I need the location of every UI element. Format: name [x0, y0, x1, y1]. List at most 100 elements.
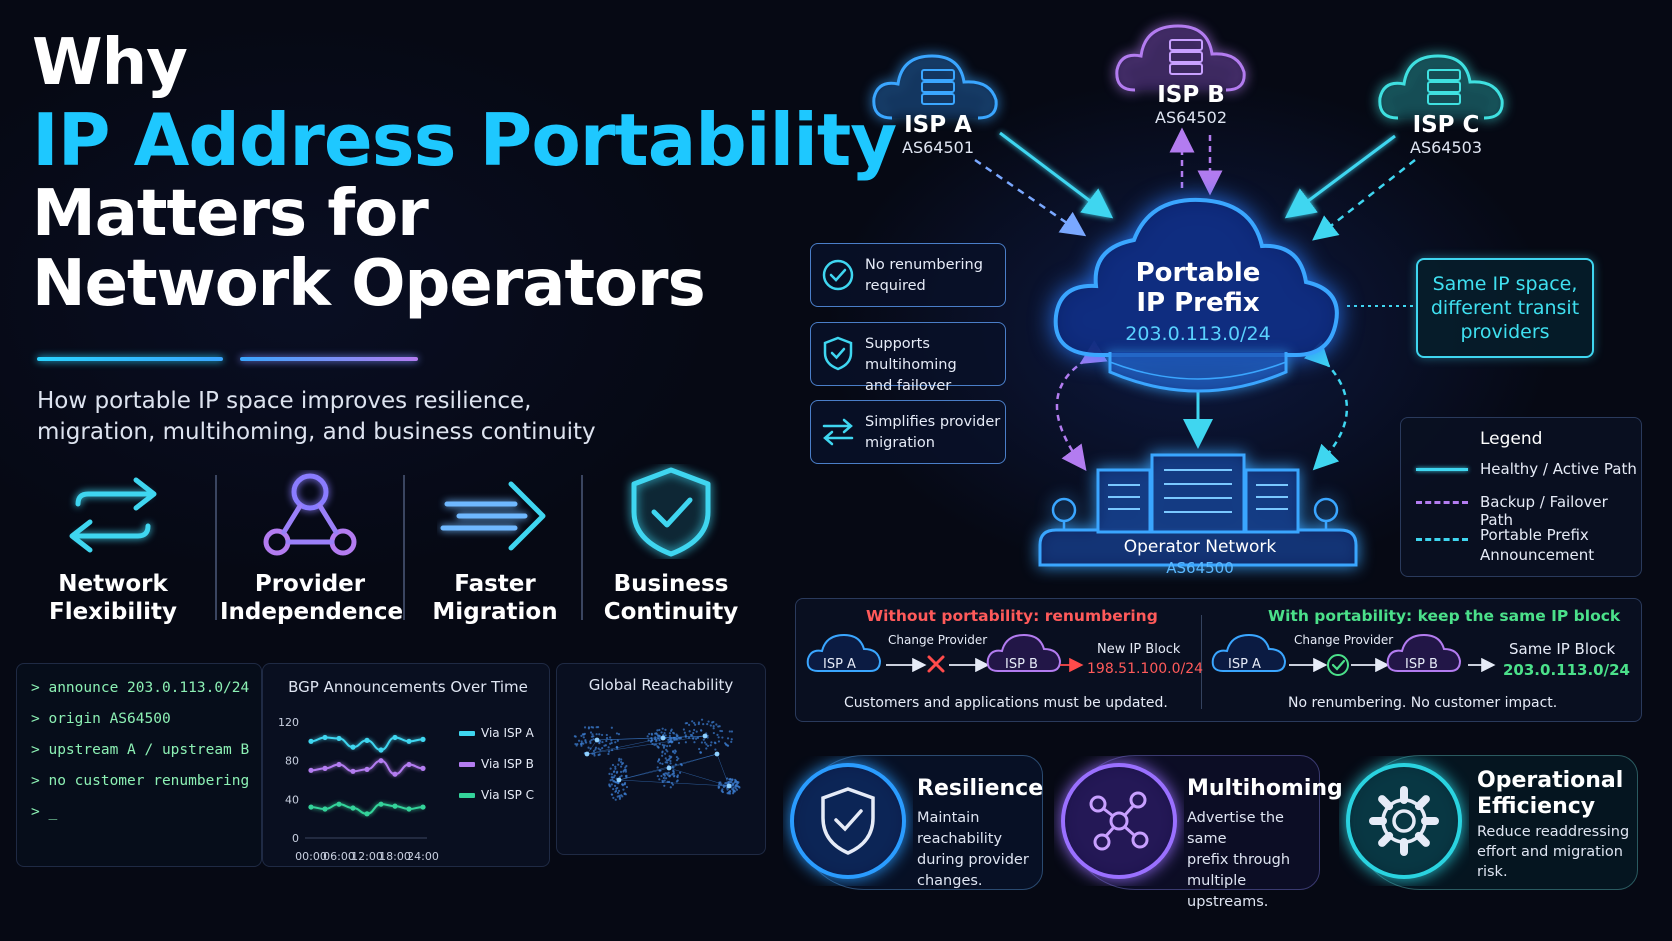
path-backup-right: [1303, 340, 1348, 471]
y-tick-label: 0: [292, 832, 299, 845]
series-point: [322, 806, 328, 812]
series-point: [420, 765, 426, 771]
server-icon: [1427, 69, 1461, 105]
bgp-chart: BGP Announcements Over Time 0408012000:0…: [278, 678, 535, 863]
server-icon: [1169, 39, 1203, 75]
x-tick-label: 24:00: [407, 850, 439, 863]
x-tick-label: 00:00: [295, 850, 327, 863]
isp-a-as: AS64501: [902, 138, 974, 157]
legend-panel: Legend Healthy / Active Path Backup / Fa…: [1400, 417, 1642, 577]
prefix-label: Portable IP Prefix 203.0.113.0/24: [1125, 258, 1271, 345]
shield-check-icon: [823, 336, 853, 371]
arrows-exchange-icon: [69, 477, 157, 553]
series-point: [308, 767, 314, 773]
world-map-icon: [573, 718, 741, 801]
legend-swatch-dashed-cyan: [1416, 538, 1468, 541]
series-point: [406, 806, 412, 812]
legend-label: Healthy / Active Path: [1480, 460, 1637, 478]
series-point: [350, 744, 356, 750]
with-to: ISP B: [1405, 657, 1438, 672]
series-point: [378, 801, 384, 807]
title-line-4: Network Operators: [32, 247, 706, 321]
terminal-line: > upstream A / upstream B: [31, 742, 250, 758]
benefit-title: Resilience: [917, 776, 1044, 801]
multihoming-nodes-icon: [1061, 763, 1177, 879]
cloud-icon: [1386, 633, 1462, 672]
series-point: [350, 805, 356, 811]
x-tick-label: 12:00: [351, 850, 383, 863]
series-point: [322, 765, 328, 771]
without-heading: Without portability: renumbering: [866, 607, 1158, 625]
y-tick-label: 80: [285, 755, 299, 768]
divider: [215, 475, 217, 620]
series-point: [406, 738, 412, 744]
x-tick-label: 06:00: [323, 850, 355, 863]
series-point: [364, 811, 370, 817]
x-tick-label: 18:00: [379, 850, 411, 863]
fast-arrow-icon: [440, 481, 546, 551]
network-nodes-icon: [263, 473, 357, 556]
with-heading: With portability: keep the same IP block: [1268, 607, 1621, 625]
global-reachability-panel: Global Reachability: [556, 663, 766, 855]
y-tick-label: 120: [278, 716, 299, 729]
benefit-title: Multihoming: [1187, 776, 1343, 801]
without-footer: Customers and applications must be updat…: [844, 695, 1168, 711]
series-point: [364, 766, 370, 772]
series-point: [364, 737, 370, 743]
comparison-divider: [1201, 615, 1202, 709]
series-point: [308, 738, 314, 744]
series-point: [378, 758, 384, 764]
legend-title: Legend: [1480, 429, 1543, 449]
divider: [581, 475, 583, 620]
legend-swatch: [459, 762, 475, 767]
series-point: [308, 804, 314, 810]
x-mark-icon: [927, 655, 945, 673]
isp-c-as: AS64503: [1410, 138, 1482, 157]
with-result-value: 203.0.113.0/24: [1503, 661, 1630, 679]
cloud-icon: [806, 633, 882, 672]
series-point: [350, 768, 356, 774]
title-line-1: Why: [32, 26, 188, 100]
legend-label: Via ISP C: [481, 788, 534, 802]
legend-swatch-dashed-purple: [1416, 501, 1468, 504]
isp-b-as: AS64502: [1155, 108, 1227, 127]
series-point: [378, 747, 384, 753]
with-footer: No renumbering. No customer impact.: [1288, 695, 1558, 711]
legend-label: Backup / Failover Path: [1480, 493, 1608, 529]
path-isp-c-active: [1284, 134, 1396, 219]
without-change-label: Change Provider: [888, 633, 988, 647]
series-point: [336, 761, 342, 768]
terminal-line: > announce 203.0.113.0/24: [31, 680, 250, 696]
series-point: [420, 736, 426, 742]
check-circle-icon: [1327, 654, 1349, 676]
series-point: [392, 803, 398, 809]
check-circle-icon: [822, 259, 854, 291]
series-point: [420, 804, 426, 810]
legend-label: Via ISP A: [481, 726, 535, 740]
series-point: [336, 801, 342, 807]
chart-series: [308, 734, 426, 817]
with-result-label: Same IP Block: [1509, 640, 1616, 658]
isp-c-cloud: [1378, 54, 1504, 120]
